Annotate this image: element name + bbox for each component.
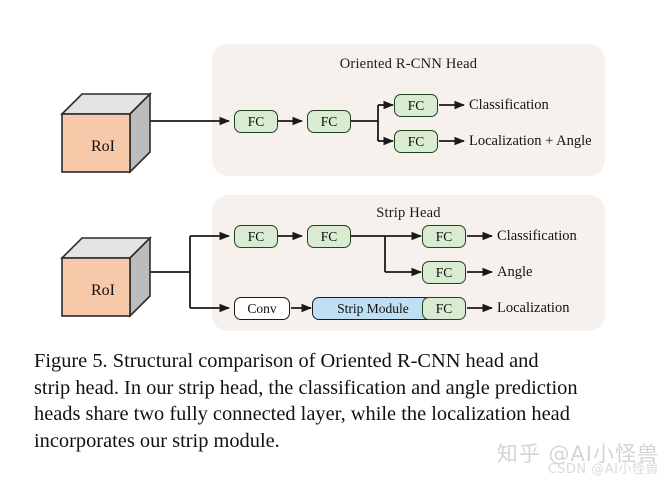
watermark-secondary: CSDN @AI小怪兽 bbox=[547, 462, 659, 477]
roi-cube-shape bbox=[60, 92, 152, 174]
node-fc-bottom-1[interactable]: FC bbox=[234, 225, 278, 248]
node-fc-bottom-angle[interactable]: FC bbox=[422, 261, 466, 284]
node-conv[interactable]: Conv bbox=[234, 297, 290, 320]
caption-line-1: Figure 5. Structural comparison of Orien… bbox=[34, 350, 539, 372]
roi-cube-bottom: RoI bbox=[60, 236, 160, 320]
caption-line-4: incorporates our strip module. bbox=[34, 429, 280, 452]
panel-title-strip-head: Strip Head bbox=[376, 205, 441, 221]
panel-title-oriented-rcnn-head: Oriented R-CNN Head bbox=[339, 56, 478, 72]
node-fc-bottom-localization[interactable]: FC bbox=[422, 297, 466, 320]
node-fc-bottom-classification[interactable]: FC bbox=[422, 225, 466, 248]
node-fc-top-1[interactable]: FC bbox=[234, 110, 278, 133]
output-label-localization: Localization bbox=[497, 300, 570, 316]
roi-cube-top: RoI bbox=[60, 92, 160, 176]
node-fc-bottom-2[interactable]: FC bbox=[307, 225, 351, 248]
caption-line-3: heads share two fully connected layer, w… bbox=[34, 403, 570, 425]
output-label-classification-top: Classification bbox=[469, 97, 549, 113]
node-fc-top-2[interactable]: FC bbox=[307, 110, 351, 133]
roi-cube-shape bbox=[60, 236, 152, 318]
node-fc-top-localization-angle[interactable]: FC bbox=[394, 130, 438, 153]
node-fc-top-classification[interactable]: FC bbox=[394, 94, 438, 117]
caption-line-2: strip head. In our strip head, the class… bbox=[34, 376, 578, 399]
output-label-localization-angle: Localization + Angle bbox=[469, 133, 592, 149]
output-label-classification-bottom: Classification bbox=[497, 228, 577, 244]
output-label-angle: Angle bbox=[497, 264, 533, 280]
node-strip-module[interactable]: Strip Module bbox=[312, 297, 434, 320]
figure-caption: Figure 5. Structural comparison of Orien… bbox=[34, 348, 634, 454]
